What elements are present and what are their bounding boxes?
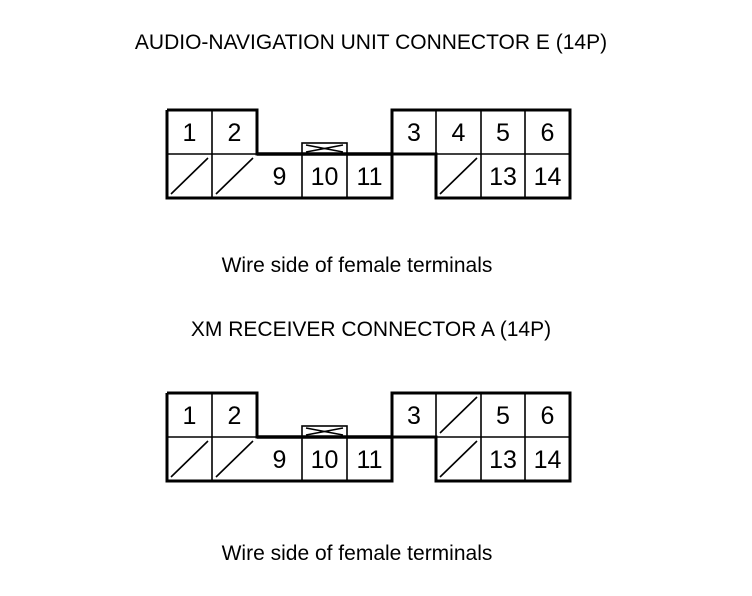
terminal-9: 9 (273, 446, 287, 474)
terminal-2: 2 (228, 119, 242, 147)
terminal-13: 13 (489, 446, 517, 474)
terminal-9: 9 (273, 163, 287, 191)
terminal-6: 6 (541, 119, 555, 147)
terminal-5: 5 (496, 119, 510, 147)
terminal-4: 4 (452, 119, 466, 147)
view-caption: Wire side of female terminals (222, 542, 493, 565)
connector-1: AUDIO-NAVIGATION UNIT CONNECTOR E (14P) 1… (135, 31, 607, 277)
terminal-14: 14 (534, 163, 562, 191)
terminal-2: 2 (228, 402, 242, 430)
terminal-3: 3 (407, 402, 421, 430)
terminal-3: 3 (407, 119, 421, 147)
terminal-5: 5 (496, 402, 510, 430)
empty-cavity-slash (215, 440, 254, 478)
empty-cavity-slash (439, 440, 478, 478)
connector-2: XM RECEIVER CONNECTOR A (14P) 1 2 3 5 6 9 10 11 1… (165, 318, 572, 565)
empty-cavity-slash (170, 440, 209, 478)
terminal-11: 11 (357, 446, 383, 474)
connector-title: AUDIO-NAVIGATION UNIT CONNECTOR E (14P) (135, 31, 607, 54)
empty-cavity-slash (439, 396, 478, 434)
terminal-6: 6 (541, 402, 555, 430)
terminal-14: 14 (534, 446, 562, 474)
connector-title: XM RECEIVER CONNECTOR A (14P) (191, 318, 551, 341)
terminal-10: 10 (311, 446, 339, 474)
terminal-1: 1 (183, 402, 197, 430)
view-caption: Wire side of female terminals (222, 254, 493, 277)
lock-tab-icon (301, 142, 348, 155)
empty-cavity-slash (170, 157, 209, 195)
lock-tab-icon (301, 425, 348, 438)
terminal-11: 11 (357, 163, 383, 191)
terminal-10: 10 (311, 163, 339, 191)
empty-cavity-slash (439, 157, 478, 195)
terminal-13: 13 (489, 163, 517, 191)
terminal-1: 1 (183, 119, 197, 147)
empty-cavity-slash (215, 157, 254, 195)
